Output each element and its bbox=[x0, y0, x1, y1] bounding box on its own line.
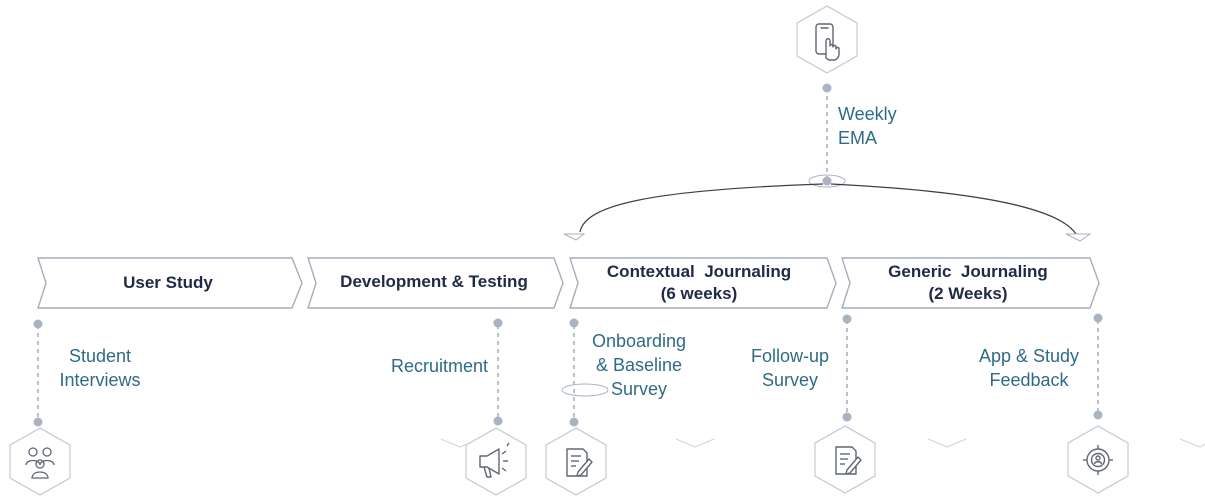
interviews-dot-top bbox=[33, 319, 43, 329]
ema-dot-top bbox=[822, 83, 832, 93]
phase-contextual-label: Contextual Journaling bbox=[606, 262, 792, 281]
phase-user-study-label: User Study bbox=[123, 273, 213, 292]
onboarding-note: Onboarding & Baseline Survey bbox=[578, 329, 700, 401]
interviews-dot-bottom bbox=[33, 417, 43, 427]
app-feedback-line2: Feedback bbox=[989, 370, 1069, 390]
phase-user-study: User Study bbox=[46, 260, 290, 306]
people-icon bbox=[25, 447, 55, 479]
follow-up-dot-top bbox=[842, 314, 852, 324]
onboarding-dot-bottom bbox=[569, 417, 579, 427]
recruitment-line1: Recruitment bbox=[390, 356, 488, 376]
weekly-ema-note: Weekly EMA bbox=[838, 102, 897, 150]
baseline-chevron bbox=[927, 438, 967, 448]
app-feedback-line1: App & Study bbox=[978, 346, 1080, 366]
phase-development-label: Development & Testing bbox=[340, 272, 528, 291]
baseline-chevron bbox=[1179, 438, 1205, 448]
phase-chevron-contextual bbox=[569, 257, 837, 309]
weekly-ema-line2: EMA bbox=[838, 128, 878, 148]
phone-tap-icon bbox=[815, 23, 840, 61]
ema-ring bbox=[808, 174, 846, 188]
baseline-chevron bbox=[675, 438, 715, 448]
follow-up-dot-bottom bbox=[842, 412, 852, 422]
phase-development-testing: Development & Testing bbox=[314, 260, 554, 304]
survey-pen-icon bbox=[566, 448, 593, 477]
onboarding-ring bbox=[561, 383, 609, 397]
ema-arrow-left bbox=[563, 233, 586, 241]
student-interviews-line2: Interviews bbox=[59, 370, 141, 390]
student-interviews-note: Student Interviews bbox=[48, 344, 152, 392]
onboarding-line3: Survey bbox=[610, 379, 668, 399]
hexagon-recruitment bbox=[465, 427, 527, 496]
recruitment-dot-top bbox=[493, 318, 503, 328]
recruitment-note: Recruitment bbox=[360, 354, 488, 378]
follow-up-line1: Follow-up bbox=[750, 346, 830, 366]
megaphone-icon bbox=[479, 442, 510, 478]
phase-generic-journaling: Generic Journaling (2 Weeks) bbox=[848, 258, 1088, 308]
weekly-ema-line1: Weekly bbox=[838, 104, 897, 124]
phase-contextual-journaling: Contextual Journaling (6 weeks) bbox=[576, 258, 822, 308]
follow-up-note: Follow-up Survey bbox=[736, 344, 844, 392]
onboarding-line1: Onboarding bbox=[591, 331, 687, 351]
student-interviews-line1: Student bbox=[68, 346, 132, 366]
hexagon-interviews bbox=[9, 427, 71, 496]
ema-branch-right bbox=[830, 183, 1077, 235]
phase-chevron-user-study bbox=[37, 257, 303, 309]
feedback-dot-top bbox=[1093, 313, 1103, 323]
phase-chevron-generic bbox=[841, 257, 1100, 309]
phase-generic-label: Generic Journaling bbox=[888, 262, 1048, 281]
recruitment-dot-bottom bbox=[493, 416, 503, 426]
ema-arrow-right bbox=[1065, 233, 1092, 242]
phase-contextual-duration: (6 weeks) bbox=[660, 284, 738, 303]
ema-branch-left bbox=[579, 183, 824, 233]
feedback-dot-bottom bbox=[1093, 410, 1103, 420]
onboarding-dot-top bbox=[569, 318, 579, 328]
phase-generic-duration: (2 Weeks) bbox=[928, 284, 1008, 303]
onboarding-line2: & Baseline bbox=[595, 355, 683, 375]
survey-pen-icon bbox=[835, 446, 862, 475]
follow-up-line2: Survey bbox=[761, 370, 819, 390]
app-feedback-note: App & Study Feedback bbox=[962, 344, 1096, 392]
phase-chevron-development bbox=[307, 257, 564, 309]
ema-dot-bottom bbox=[822, 176, 832, 186]
target-person-icon bbox=[1083, 445, 1113, 475]
